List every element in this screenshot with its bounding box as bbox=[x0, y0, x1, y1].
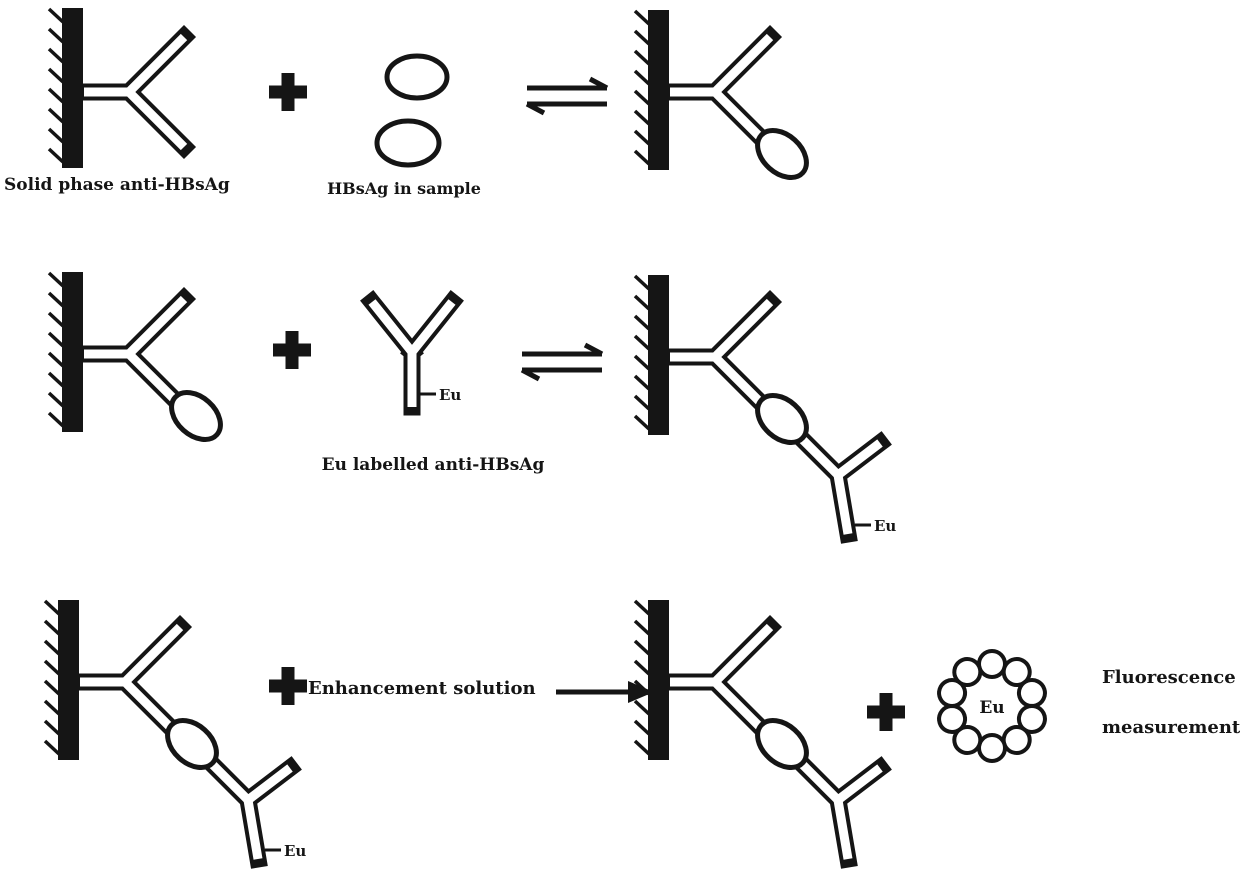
reaction-arrow-icon bbox=[556, 681, 654, 703]
sandwich-complex-icon bbox=[670, 302, 880, 534]
antibody-antigen-complex-icon bbox=[670, 37, 816, 187]
plus-icon bbox=[867, 693, 905, 731]
eu-tag-label: Eu bbox=[439, 386, 461, 404]
sandwich-complex-icon bbox=[80, 627, 290, 859]
eu-tag-label: Eu bbox=[284, 842, 306, 860]
eu-labelled-antibody-icon bbox=[360, 290, 464, 416]
eu-antibody-label: Eu labelled anti-HBsAg bbox=[322, 455, 545, 475]
sample-label: HBsAg in sample bbox=[327, 179, 481, 198]
plus-icon bbox=[269, 73, 307, 111]
equilibrium-arrows-icon bbox=[527, 79, 607, 113]
solid-phase-label: Solid phase anti-HBsAg bbox=[4, 175, 230, 195]
antigen-icon bbox=[384, 53, 450, 101]
equilibrium-arrows-icon bbox=[522, 345, 602, 379]
eu-micelle-label: Eu bbox=[979, 698, 1004, 718]
capture-antibody-icon bbox=[84, 37, 184, 147]
eu-tag-label: Eu bbox=[874, 517, 896, 535]
eu-micelle-icon: Eu bbox=[937, 649, 1047, 763]
antibody-antigen-complex-icon bbox=[84, 299, 230, 449]
fluorescence-label-line2: measurement bbox=[1102, 717, 1240, 738]
sandwich-complex-icon bbox=[670, 627, 880, 859]
enhancement-label: Enhancement solution bbox=[308, 678, 536, 699]
plus-icon bbox=[273, 331, 311, 369]
fluorescence-label-line1: Fluorescence bbox=[1102, 667, 1236, 688]
antigen-icon bbox=[374, 118, 442, 168]
plus-icon bbox=[269, 667, 307, 705]
